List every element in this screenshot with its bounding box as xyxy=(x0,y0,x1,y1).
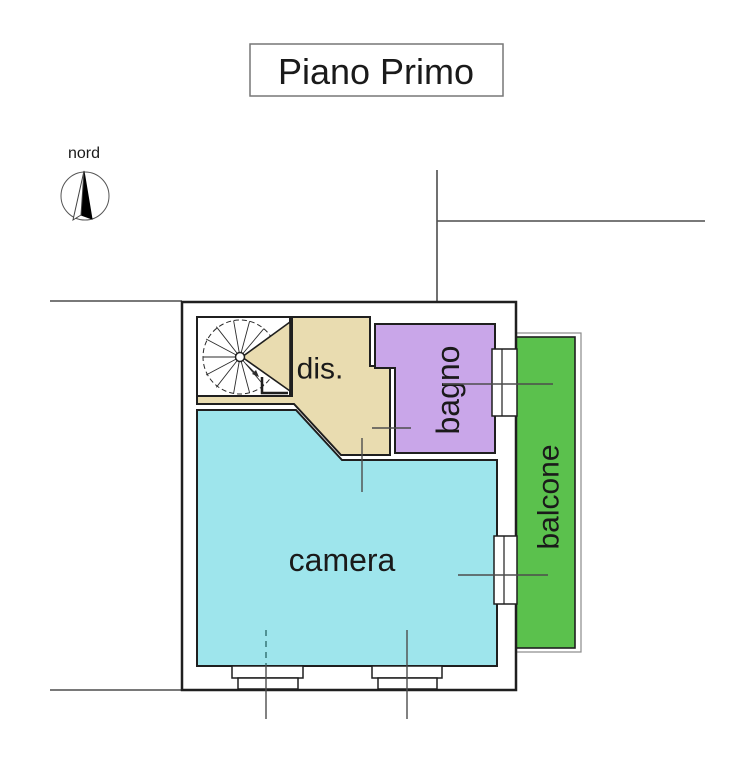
page-title: Piano Primo xyxy=(278,51,474,92)
room-balcone: balcone xyxy=(511,332,582,653)
staircase-center-post xyxy=(234,351,246,363)
structural-lines xyxy=(50,170,705,691)
spiral-staircase xyxy=(196,316,291,397)
window-bottom-left xyxy=(231,665,304,690)
north-label: nord xyxy=(68,145,100,162)
staircase-wall-edge xyxy=(260,377,288,395)
compass-circle xyxy=(60,171,110,221)
title-box-frame xyxy=(249,43,504,97)
camera-label: camera xyxy=(289,542,396,578)
bagno-label: bagno xyxy=(430,346,466,435)
dis-label: dis. xyxy=(297,353,344,386)
staircase-arrowhead-icon xyxy=(252,370,259,377)
room-camera: camera xyxy=(196,409,498,667)
window-camera-balcone xyxy=(493,535,518,605)
room-bagno: bagno xyxy=(374,323,496,454)
title-box: Piano Primo xyxy=(249,43,504,97)
opening-ticks xyxy=(265,383,553,719)
camera-floor xyxy=(196,409,498,667)
balcone-label: balcone xyxy=(533,444,566,549)
staircase-landing-wedge xyxy=(240,320,291,393)
window-bagno-balcone xyxy=(491,348,518,417)
bagno-floor xyxy=(374,323,496,454)
north-compass: nord xyxy=(60,145,110,222)
compass-needle-light xyxy=(72,170,85,222)
